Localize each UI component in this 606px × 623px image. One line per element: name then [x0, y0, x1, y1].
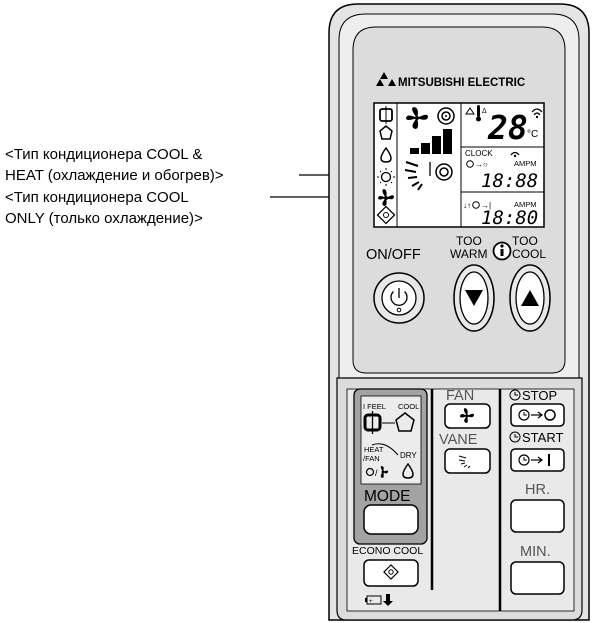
too-warm-label-top: TOO — [456, 234, 482, 248]
svg-text:+: + — [369, 599, 373, 605]
lcd-temperature: 28 — [487, 108, 528, 147]
min-button[interactable] — [510, 561, 565, 595]
auto-mode-icon — [379, 106, 393, 124]
annotation-line-3: <Тип кондиционера COOL — [5, 189, 189, 206]
dry-icon — [402, 462, 414, 479]
three-diamonds-icon — [376, 72, 396, 86]
lcd-ampm-1: AMPM — [514, 159, 537, 168]
thermometer-icon: Δ — [465, 105, 487, 122]
hr-button[interactable] — [510, 499, 565, 533]
dry-mode-icon — [380, 146, 392, 163]
too-cool-label-bottom: COOL — [512, 247, 546, 261]
swirl-icon — [437, 107, 455, 125]
start-timer-label: START — [509, 430, 563, 445]
mode-label-cool: COOL — [398, 402, 419, 411]
temp-up-button[interactable] — [509, 264, 551, 332]
svg-text:↓↑: ↓↑ — [463, 201, 471, 210]
ifeel-icon — [363, 411, 382, 434]
annotation-line-2: HEAT (охлаждение и обогрев)> — [5, 167, 224, 184]
heat-mode-icon — [377, 168, 395, 186]
vane-button[interactable] — [444, 448, 491, 474]
econo-cool-label: ECONO COOL — [352, 545, 423, 557]
triangle-up-icon — [521, 290, 539, 306]
alarm-icon — [510, 151, 520, 158]
mode-label-heat: HEAT — [364, 445, 384, 454]
lcd-ampm-2: AMPM — [514, 200, 537, 209]
brand-text: MITSUBISHI ELECTRIC — [398, 77, 525, 89]
fan-button[interactable] — [444, 403, 491, 429]
power-icon — [390, 288, 408, 313]
on-off-label: ON/OFF — [366, 247, 421, 263]
start-timer-button[interactable] — [510, 448, 565, 472]
brand-logo: MITSUBISHI ELECTRIC — [376, 72, 525, 89]
stop-timer-label: STOP — [509, 388, 557, 403]
stop-timer-button[interactable] — [510, 403, 565, 427]
arrow-down-icon — [383, 594, 393, 606]
vane-label: VANE — [439, 432, 478, 448]
heat-fan-icon: / — [365, 466, 389, 478]
hr-label: HR. — [525, 482, 550, 498]
stop-label: STOP — [522, 388, 557, 403]
vane-swing-icon — [404, 161, 453, 191]
fan-speed-bars — [410, 129, 452, 154]
timer-off-button-icon — [518, 409, 556, 421]
econo-cool-button[interactable] — [363, 559, 419, 587]
svg-text:Δ: Δ — [482, 108, 487, 115]
svg-text:→|: →| — [481, 201, 491, 210]
mode-button[interactable] — [363, 504, 419, 535]
mode-label: MODE — [364, 488, 411, 505]
on-off-button[interactable] — [373, 272, 425, 324]
econo-cool-icon — [376, 205, 396, 225]
timer-off-icon: →○ — [466, 160, 488, 169]
fan-speed-icon — [406, 107, 428, 129]
timer-on-button-icon — [518, 454, 550, 466]
svg-text:/: / — [375, 468, 378, 478]
fan-button-icon — [460, 408, 474, 423]
cool-mode-icon — [379, 125, 393, 140]
lcd-clock-label: CLOCK — [465, 149, 493, 158]
info-icon — [492, 241, 512, 261]
too-warm-label-bottom: WARM — [450, 247, 488, 261]
fan-mode-icon — [378, 189, 394, 206]
start-label: START — [522, 430, 563, 445]
lcd-time-2: 18:80 — [481, 207, 538, 229]
lcd-temp-unit: °C — [527, 129, 538, 140]
annotation-line-4: ONLY (только охлаждение)> — [5, 210, 203, 227]
signal-icon — [531, 108, 543, 119]
lcd-time-1: 18:88 — [481, 170, 538, 192]
too-cool-label-top: TOO — [512, 234, 538, 248]
annotation-line-1: <Тип кондиционера COOL & — [5, 146, 202, 163]
mode-label-fan: /FAN — [363, 454, 380, 463]
mode-connector — [371, 443, 399, 456]
econo-cool-button-icon — [383, 564, 399, 580]
mode-label-dry: DRY — [400, 451, 417, 460]
vane-button-icon — [458, 455, 471, 469]
min-label: MIN. — [520, 544, 551, 560]
fan-label: FAN — [446, 388, 474, 404]
triangle-down-icon — [465, 290, 483, 306]
mode-label-ifeel: I FEEL — [363, 402, 386, 411]
timer-on-icon: ↓↑ →| — [463, 201, 491, 210]
temp-down-button[interactable] — [453, 264, 495, 332]
cool-icon — [395, 412, 415, 432]
svg-text:→○: →○ — [475, 160, 488, 169]
lcd-display: Δ 28 °C CLOCK →○ AMPM 18:88 ↓↑ →| AMPM 1… — [373, 102, 545, 229]
battery-icon: + — [365, 594, 393, 606]
